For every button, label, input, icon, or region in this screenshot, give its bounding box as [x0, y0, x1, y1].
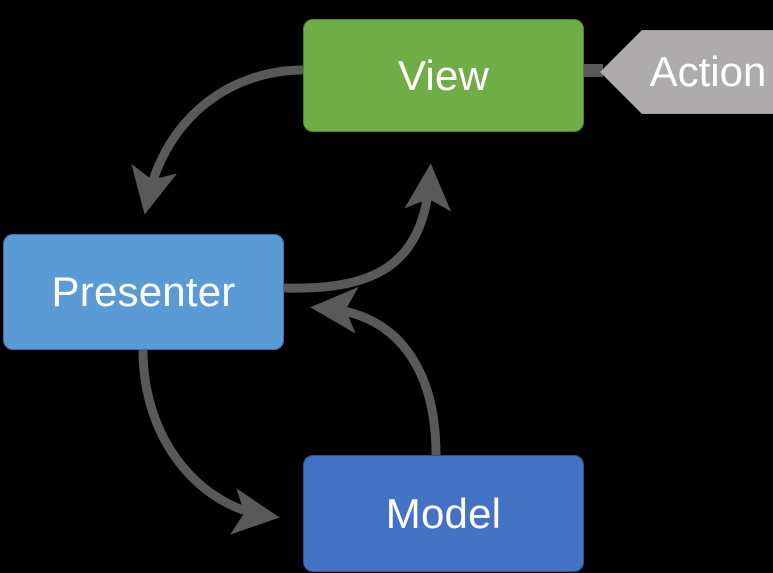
node-model[interactable]: Model: [303, 455, 584, 572]
node-model-label: Model: [385, 489, 502, 537]
node-view-label: View: [397, 51, 490, 99]
node-presenter-label: Presenter: [51, 268, 236, 315]
connector-model-to-presenter: [310, 286, 441, 456]
node-action-label: Action: [649, 48, 767, 95]
node-presenter[interactable]: Presenter: [3, 234, 284, 350]
action-arrow-shape: [600, 30, 773, 114]
node-action[interactable]: Action: [600, 30, 773, 114]
connector-presenter-to-model: [138, 349, 280, 535]
connector-presenter-to-view: [283, 163, 452, 293]
connector-view-to-presenter: [131, 65, 304, 215]
node-view[interactable]: View: [303, 19, 584, 132]
